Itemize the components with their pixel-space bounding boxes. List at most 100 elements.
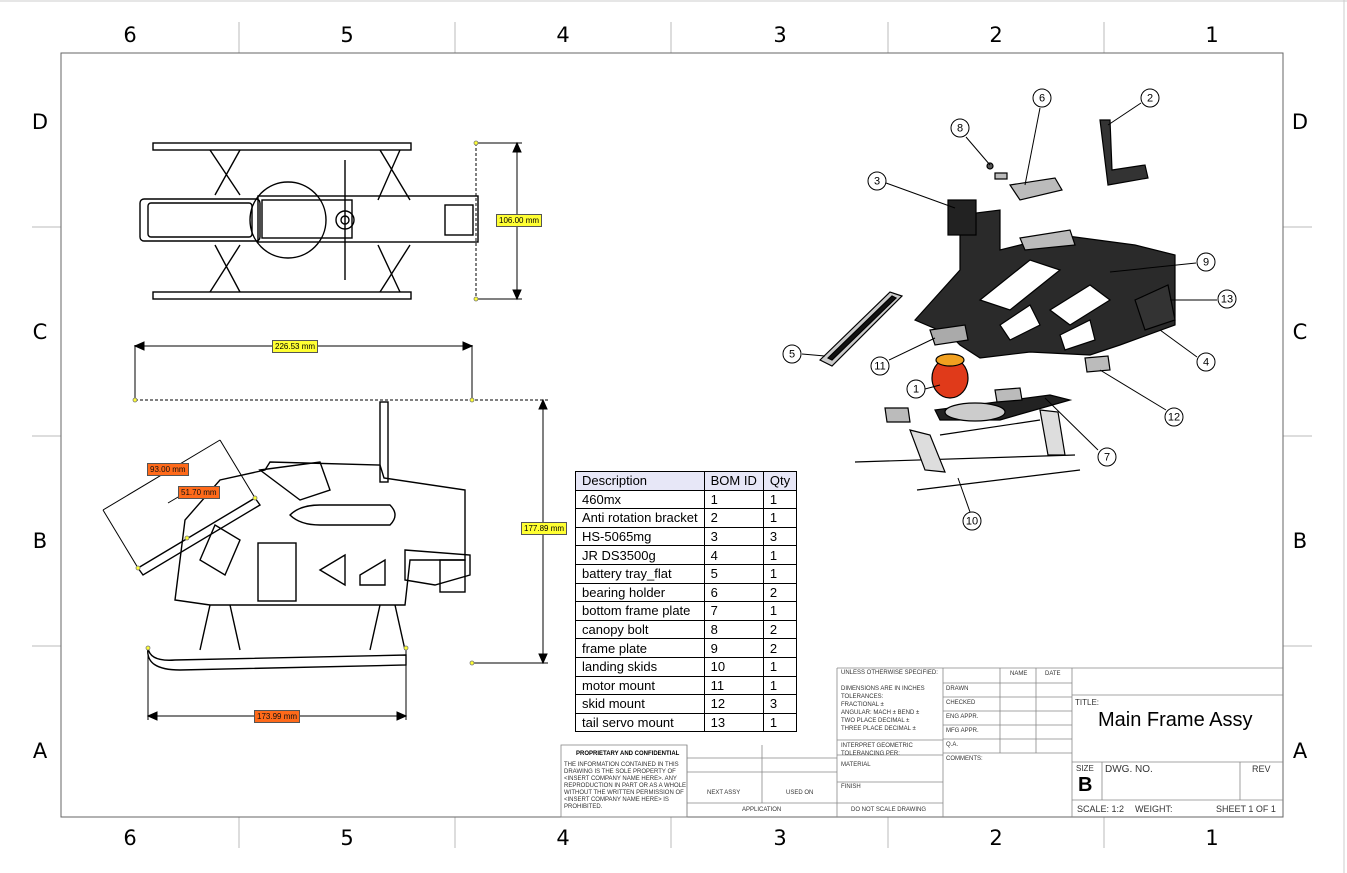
tb-next-assy: NEXT ASSY: [707, 790, 741, 796]
bom-qty: 3: [762, 526, 798, 547]
zone-col-2-bottom: 2: [989, 826, 1003, 850]
tb-prop-text-4: REPRODUCTION IN PART OR AS A WHOLE: [564, 783, 687, 789]
tb-finish: FINISH: [841, 784, 861, 790]
bom-id: 6: [703, 582, 764, 603]
dim-tray-offset: 51.70 mm: [178, 486, 220, 499]
zone-col-5-top: 5: [340, 23, 354, 47]
tb-size-label: SIZE: [1076, 764, 1094, 773]
bom-header-row: Description BOM ID Qty: [575, 471, 798, 491]
zone-col-2-top: 2: [989, 23, 1003, 47]
bom-description: JR DS3500g: [575, 545, 705, 565]
tb-comments: COMMENTS:: [946, 756, 983, 762]
bom-id: 12: [703, 694, 764, 714]
bom-description: canopy bolt: [575, 619, 705, 640]
bom-description: skid mount: [575, 694, 705, 714]
tb-used-on: USED ON: [786, 790, 814, 796]
dim-top-height: 106.00 mm: [496, 214, 543, 227]
tb-sheet: SHEET 1 OF 1: [1216, 804, 1276, 814]
tb-material: MATERIAL: [841, 762, 871, 768]
bom-qty: 1: [762, 601, 798, 621]
tb-unless: UNLESS OTHERWISE SPECIFIED:: [841, 670, 938, 676]
dim-tray-length: 93.00 mm: [147, 463, 189, 476]
bom-qty: 1: [762, 712, 798, 733]
tb-angular: ANGULAR: MACH ± BEND ±: [841, 710, 920, 716]
zone-col-3-bottom: 3: [773, 826, 787, 850]
tb-eng-appr: ENG APPR.: [946, 714, 979, 720]
tb-prop-text-5: WITHOUT THE WRITTEN PERMISSION OF: [564, 790, 684, 796]
tb-prop-text-3: <INSERT COMPANY NAME HERE>. ANY: [564, 776, 677, 782]
bom-id: 7: [703, 601, 764, 621]
tb-two-place: TWO PLACE DECIMAL ±: [841, 718, 910, 724]
tb-application: APPLICATION: [742, 807, 782, 813]
tb-interpret: INTERPRET GEOMETRIC: [841, 743, 913, 749]
bom-qty: 1: [762, 563, 798, 584]
bom-id: 8: [703, 619, 764, 640]
bom-description: bottom frame plate: [575, 601, 705, 621]
balloon-7: 7: [1097, 447, 1117, 467]
bom-id: 13: [703, 712, 764, 733]
tb-tolerancing: TOLERANCING PER:: [841, 751, 900, 757]
zone-col-1-top: 1: [1205, 23, 1219, 47]
bom-header-description: Description: [575, 471, 705, 491]
tb-prop-title: PROPRIETARY AND CONFIDENTIAL: [576, 751, 680, 757]
zone-row-d-left: D: [31, 110, 49, 134]
tb-size: B: [1078, 774, 1093, 796]
bom-header-id: BOM ID: [703, 471, 764, 491]
bom-qty: 1: [762, 675, 798, 696]
tb-dims-in: DIMENSIONS ARE IN INCHES: [841, 686, 925, 692]
tb-prop-text-1: THE INFORMATION CONTAINED IN THIS: [564, 762, 679, 768]
bom-description: landing skids: [575, 656, 705, 677]
bom-description: tail servo mount: [575, 712, 705, 733]
bom-qty: 1: [762, 508, 798, 528]
tb-rev: REV: [1252, 764, 1271, 774]
zone-row-a-right: A: [1292, 739, 1308, 763]
balloon-9: 9: [1196, 252, 1216, 272]
bom-qty: 1: [762, 545, 798, 565]
bom-id: 3: [703, 526, 764, 547]
drawing-title: Main Frame Assy: [1098, 709, 1253, 731]
bom-description: 460mx: [575, 489, 705, 510]
bom-header-qty: Qty: [762, 471, 798, 491]
bom-id: 5: [703, 563, 764, 584]
tb-dont-scale: DO NOT SCALE DRAWING: [851, 807, 927, 813]
balloon-11: 11: [870, 356, 890, 376]
bom-id: 11: [703, 675, 764, 696]
zone-col-4-top: 4: [556, 23, 570, 47]
zone-col-6-bottom: 6: [123, 826, 137, 850]
tb-prop-text-2: DRAWING IS THE SOLE PROPERTY OF: [564, 769, 676, 775]
zone-row-b-left: B: [32, 529, 48, 553]
bom-description: motor mount: [575, 675, 705, 696]
tb-mfg-appr: MFG APPR.: [946, 728, 979, 734]
dim-front-width: 226.53 mm: [272, 340, 319, 353]
zone-row-d-right: D: [1291, 110, 1309, 134]
tb-scale: SCALE: 1:2: [1077, 804, 1125, 814]
bom-id: 2: [703, 508, 764, 528]
tb-three-place: THREE PLACE DECIMAL ±: [841, 726, 916, 732]
bom-description: battery tray_flat: [575, 563, 705, 584]
balloon-8: 8: [950, 118, 970, 138]
balloon-6: 6: [1032, 88, 1052, 108]
tb-fractional: FRACTIONAL ±: [841, 702, 884, 708]
balloon-3: 3: [867, 171, 887, 191]
bom-description: HS-5065mg: [575, 526, 705, 547]
dim-skid-length: 173.99 mm: [254, 710, 301, 723]
zone-row-b-right: B: [1292, 529, 1308, 553]
zone-col-1-bottom: 1: [1205, 826, 1219, 850]
bom-id: 9: [703, 638, 764, 658]
bom-id: 4: [703, 545, 764, 565]
zone-col-3-top: 3: [773, 23, 787, 47]
bom-id: 10: [703, 656, 764, 677]
tb-prop-text-6: <INSERT COMPANY NAME HERE> IS: [564, 797, 669, 803]
bom-description: bearing holder: [575, 582, 705, 603]
zone-row-c-right: C: [1292, 320, 1308, 344]
bom-qty: 2: [762, 582, 798, 603]
